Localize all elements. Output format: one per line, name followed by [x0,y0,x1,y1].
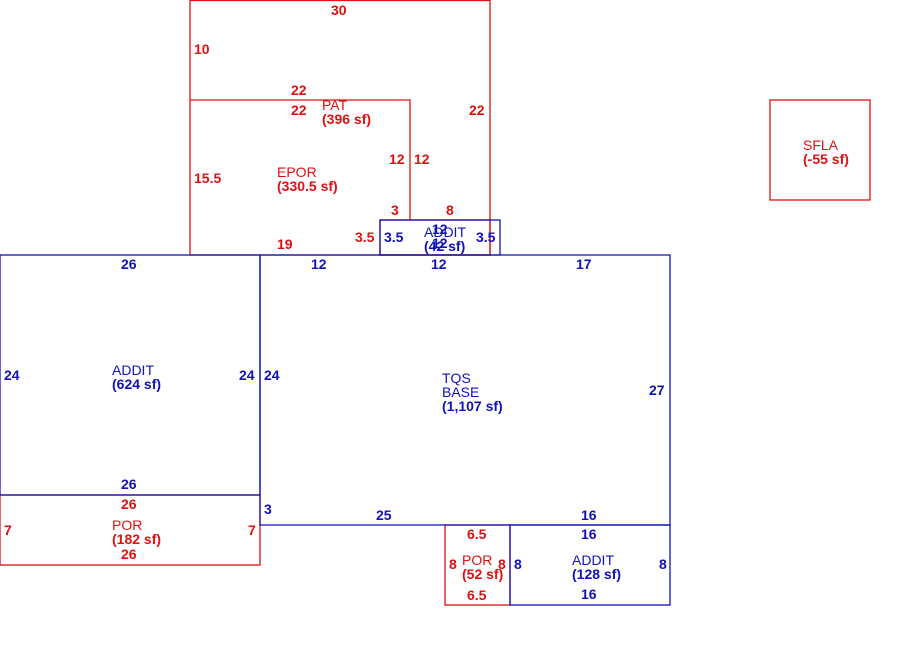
addit-br-right-dim: 8 [659,556,667,572]
addit-br-left-dim: 8 [514,556,522,572]
addit-bottom-right-outline [509,524,671,606]
addit-small-outline [379,219,501,256]
por-left-right-dim: 7 [248,522,256,538]
pat-right-dim: 22 [469,102,485,118]
left-bottom-dim: 26 [121,476,137,492]
pat-area: (396 sf) [322,111,371,127]
epor-area: (330.5 sf) [277,178,338,194]
sfla-area: (-55 sf) [803,151,849,167]
por-left-name: POR [112,517,142,533]
small-red-left-dim: 3.5 [355,229,375,245]
addit-small-top-dim: 12 [432,221,448,237]
addit-small-area: (42 sf) [424,238,465,254]
por-small-left-dim: 8 [449,556,457,572]
por-left-area: (182 sf) [112,531,161,547]
addit-small-name: ADDIT [424,224,466,240]
tqs-area: (1,107 sf) [442,398,503,414]
pat-name: PAT [322,97,348,113]
tqs-bottom-dim-b: 16 [581,507,597,523]
tqs-bottom-step-dim: 3 [264,501,272,517]
addit-br-bottom-dim: 16 [581,586,597,602]
por-small-top-dim: 6.5 [467,526,487,542]
addit-left-area: (624 sf) [112,376,161,392]
tqs-name-line2: BASE [442,384,479,400]
tqs-top-dim-c: 17 [576,256,592,272]
pat-outline [189,0,491,256]
epor-right-dim-a: 12 [389,151,405,167]
epor-bottom-dim: 19 [277,236,293,252]
addit-br-name: ADDIT [572,552,614,568]
por-small-area: (52 sf) [462,566,503,582]
tqs-left-dim: 24 [264,367,280,383]
pat-mid-dim-b: 22 [291,102,307,118]
epor-right-dim-b: 12 [414,151,430,167]
pat-left-dim: 10 [194,41,210,57]
sfla-outline [769,99,871,201]
left-top-dim: 26 [121,256,137,272]
por-small-right-dim: 8 [498,556,506,572]
tqs-top-dim-b: 12 [431,256,447,272]
pat-top-dim: 30 [331,2,347,18]
tqs-name-line1: TQS [442,370,471,386]
tqs-top-dim-a: 12 [311,256,327,272]
por-left-bottom-dim: 26 [121,546,137,562]
por-small-bottom-dim: 6.5 [467,587,487,603]
addit-br-area: (128 sf) [572,566,621,582]
addit-small-center-dim: 12 [432,235,448,251]
por-small-name: POR [462,552,492,568]
por-left-left-dim: 7 [4,522,12,538]
tqs-bottom-dim-a: 25 [376,507,392,523]
por-left-top-dim: 26 [121,496,137,512]
addit-left-name: ADDIT [112,362,154,378]
addit-br-top-dim: 16 [581,526,597,542]
epor-outline [190,99,411,220]
addit-small-right-dim: 3.5 [476,229,496,245]
pat-mid-dim-a: 22 [291,82,307,98]
tqs-right-dim: 27 [649,382,665,398]
epor-name: EPOR [277,164,317,180]
small-red-top-dim-b: 8 [446,202,454,218]
small-red-top-dim-a: 3 [391,202,399,218]
sfla-name: SFLA [803,137,839,153]
left-right-dim: 24 [239,367,255,383]
epor-left-dim: 15.5 [194,170,221,186]
addit-small-left-dim: 3.5 [384,229,404,245]
left-left-dim: 24 [4,367,20,383]
